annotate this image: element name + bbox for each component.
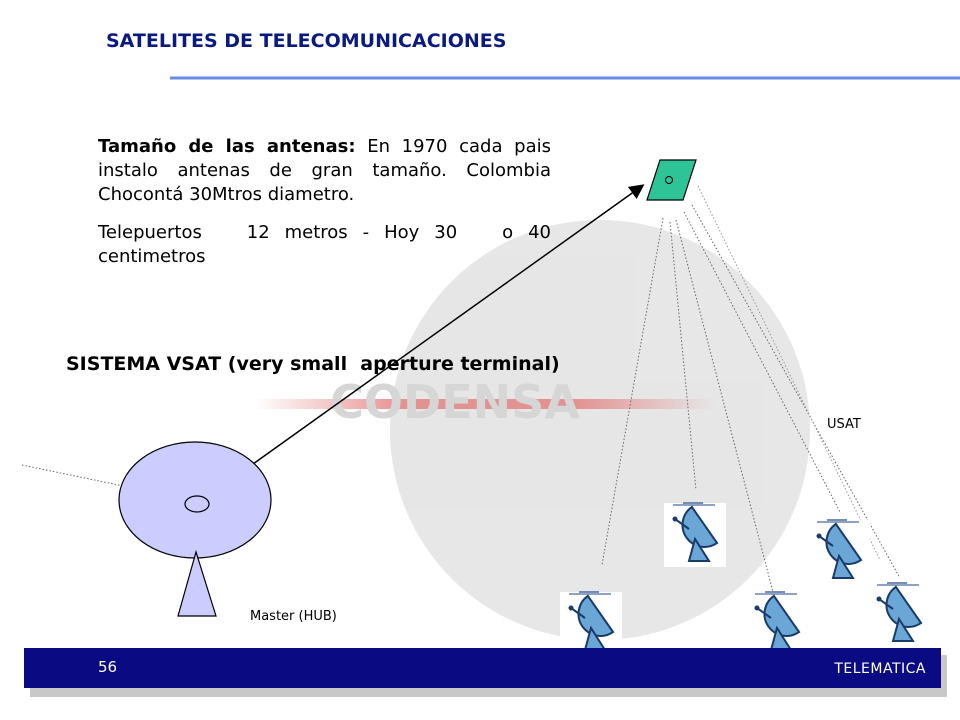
terminal-icon-5 [868, 582, 930, 647]
hub-dish-icon [118, 441, 272, 617]
terminal-icon-4 [808, 519, 870, 580]
footer-bar [24, 648, 941, 688]
paragraph-antenna-size: Tamaño de las antenas: En 1970 cada pais… [98, 135, 551, 207]
terminal-icon-1 [560, 591, 622, 656]
terminal-icon-2 [664, 502, 726, 567]
hub-uplink-line [196, 184, 645, 505]
master-hub-label: Master (HUB) [250, 609, 337, 624]
satellite-icon [646, 159, 697, 201]
paragraph-antenna-size-heading: Tamaño de las antenas: [98, 136, 356, 157]
downlink-beams [601, 185, 901, 593]
paragraph-antenna-size-body: En 1970 cada pais instalo antenas de gra… [98, 136, 551, 205]
slide-title: SATELITES DE TELECOMUNICACIONES [106, 30, 507, 52]
body-text: Tamaño de las antenas: En 1970 cada pais… [98, 135, 551, 283]
page-number: 56 [98, 658, 118, 676]
usat-label: USAT [827, 417, 861, 432]
terminal-icon-3 [746, 591, 808, 656]
paragraph-teleports: Telepuertos 12 metros - Hoy 30 o 40 cent… [98, 222, 551, 267]
watermark-logo: CODENSA [255, 220, 810, 640]
vsat-subtitle: SISTEMA VSAT (very small aperture termin… [66, 353, 560, 375]
watermark-text: CODENSA [330, 375, 580, 429]
footer-course-label: TELEMATICA [834, 661, 926, 677]
